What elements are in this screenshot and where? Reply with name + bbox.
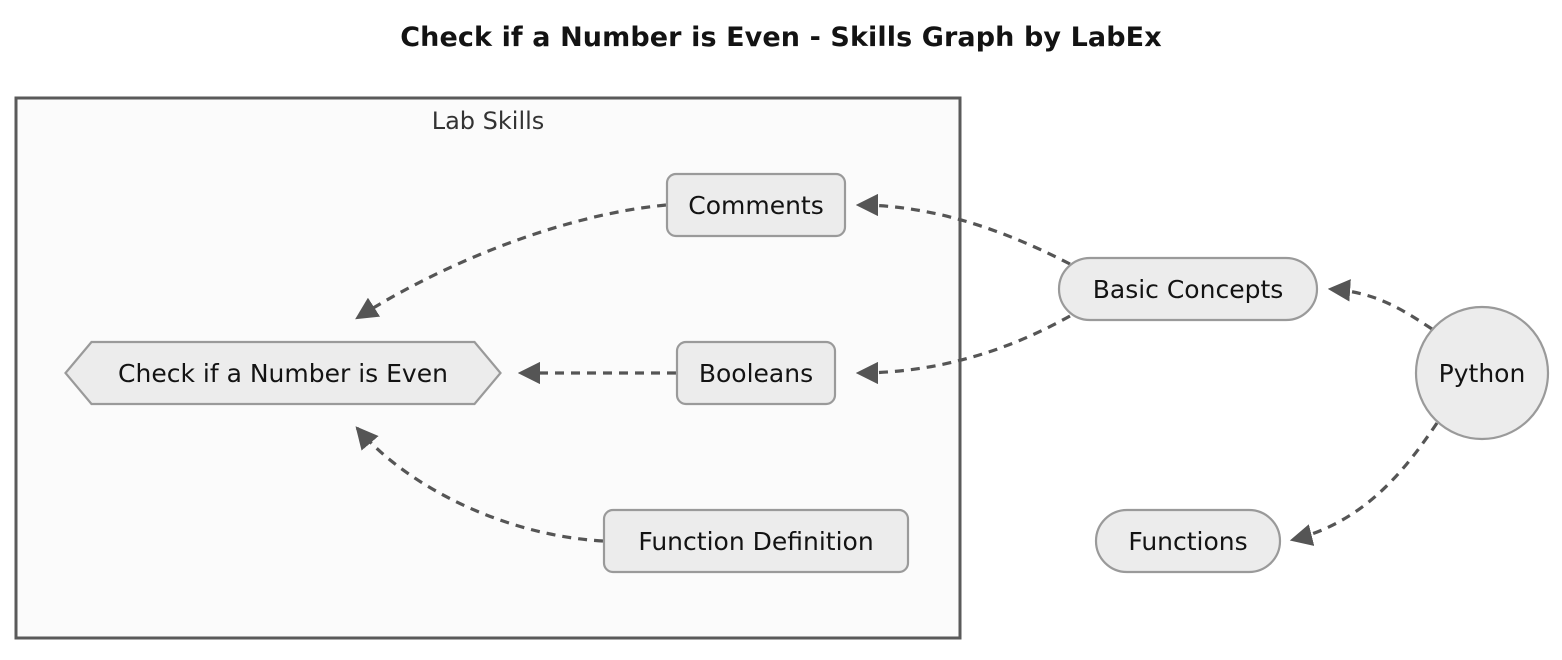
edges-layer <box>355 193 1439 546</box>
node-python[interactable] <box>1414 305 1550 441</box>
edge-function-definition-to-check-if-a-number-is-even <box>355 426 604 543</box>
node-booleans[interactable] <box>675 340 837 406</box>
edge-python-to-functions <box>1289 422 1439 546</box>
node-basic-concepts[interactable] <box>1057 256 1319 322</box>
edge-basic-concepts-to-comments <box>855 193 1071 266</box>
node-comments[interactable] <box>665 172 847 238</box>
nodes-layer <box>64 172 1550 574</box>
edge-comments-to-check-if-a-number-is-even <box>355 203 667 320</box>
edge-basic-concepts-to-booleans <box>855 314 1071 385</box>
node-check-if-a-number-is-even[interactable] <box>64 340 502 406</box>
edge-python-to-basic-concepts <box>1327 279 1433 331</box>
node-function-definition[interactable] <box>602 508 910 574</box>
page-title: Check if a Number is Even - Skills Graph… <box>400 22 1162 53</box>
node-functions[interactable] <box>1094 508 1282 574</box>
cluster-label: Lab Skills <box>431 107 545 135</box>
